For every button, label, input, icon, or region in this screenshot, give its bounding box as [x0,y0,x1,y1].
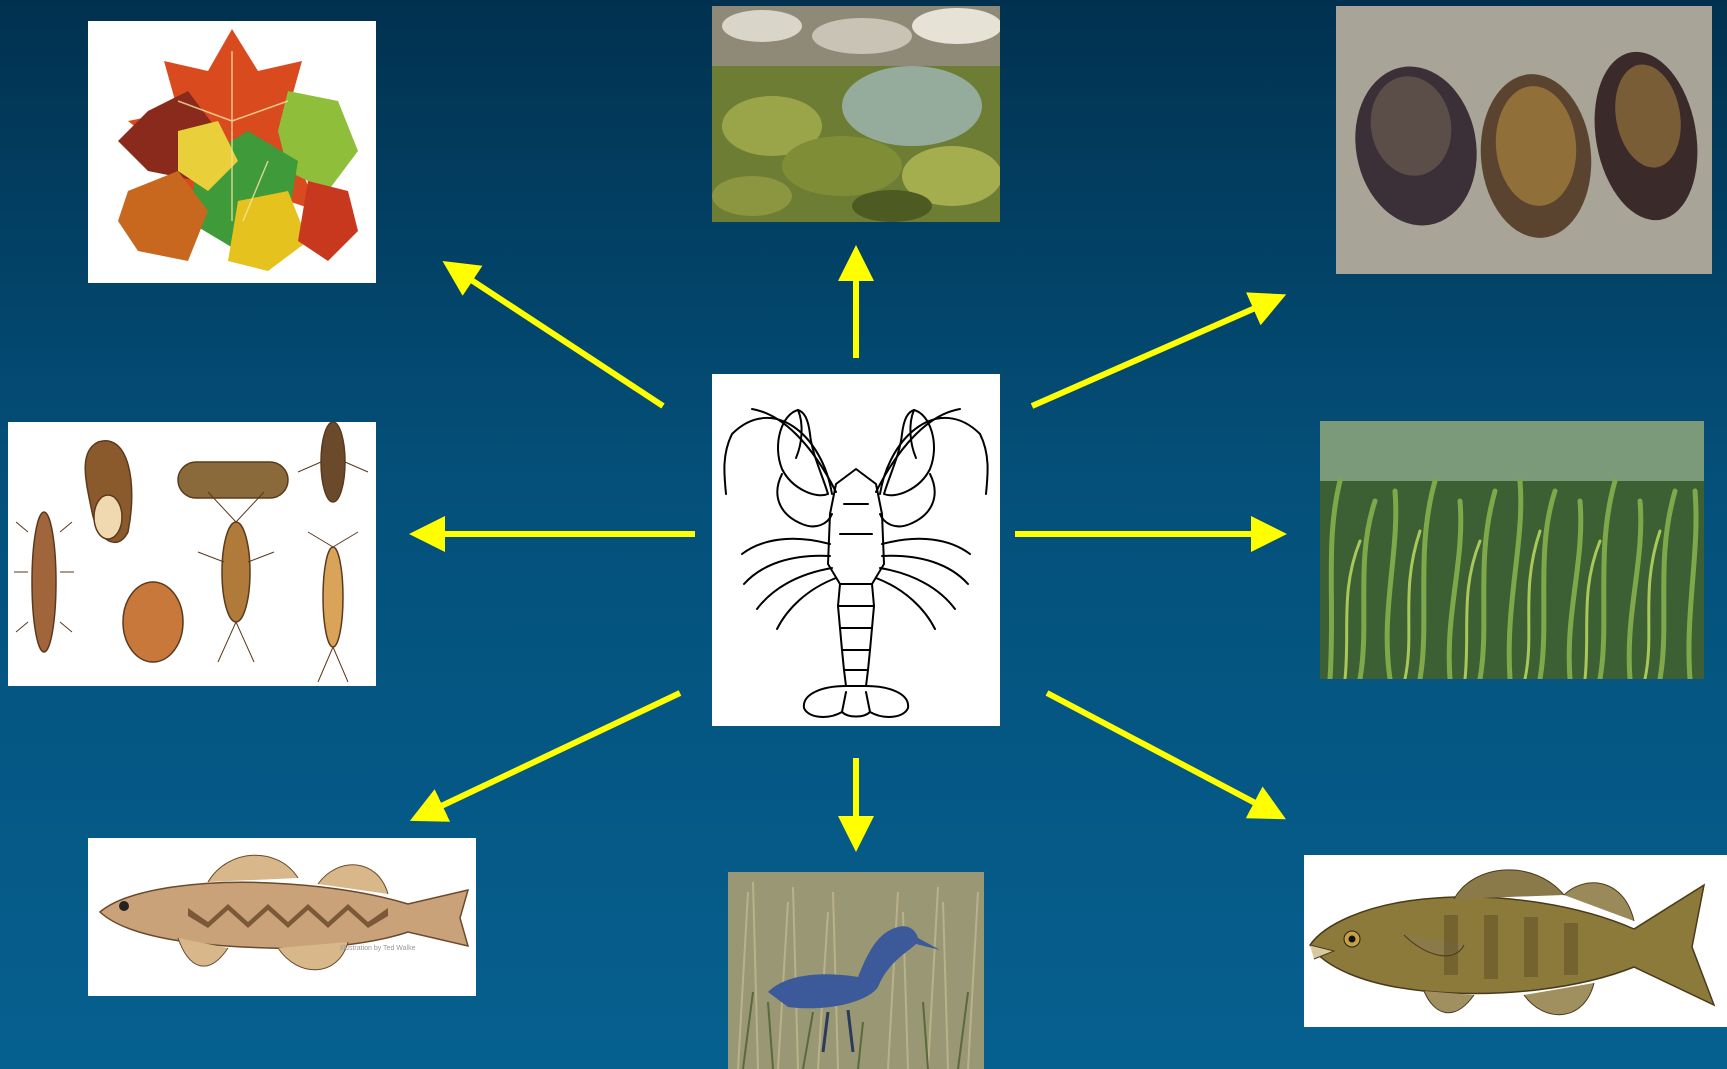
illustration-credit: Illustration by Ted Walke [340,945,416,952]
autumn-leaves-icon [88,21,376,283]
heron-panel [728,872,984,1069]
algae-rocks-icon [712,6,1000,222]
darter-panel: Illustration by Ted Walke [88,838,476,996]
arrow-to-leaves [450,266,663,406]
crayfish-icon [712,374,1000,726]
invertebrates-panel [8,422,376,686]
bass-panel [1304,855,1727,1027]
submerged-grass-icon [1320,421,1704,679]
arrow-to-bass [1047,693,1278,815]
arrow-to-mussels [1032,298,1278,406]
darter-icon: Illustration by Ted Walke [88,838,476,996]
bass-icon [1304,855,1727,1027]
leaves-panel [88,21,376,283]
mussels-icon [1336,6,1712,274]
mussels-panel [1336,6,1712,274]
heron-icon [728,872,984,1069]
crayfish-panel [712,374,1000,726]
algae-panel [712,6,1000,222]
aquatic-plants-panel [1320,421,1704,679]
arrow-to-darter [418,693,680,817]
invertebrates-icon [8,422,376,686]
